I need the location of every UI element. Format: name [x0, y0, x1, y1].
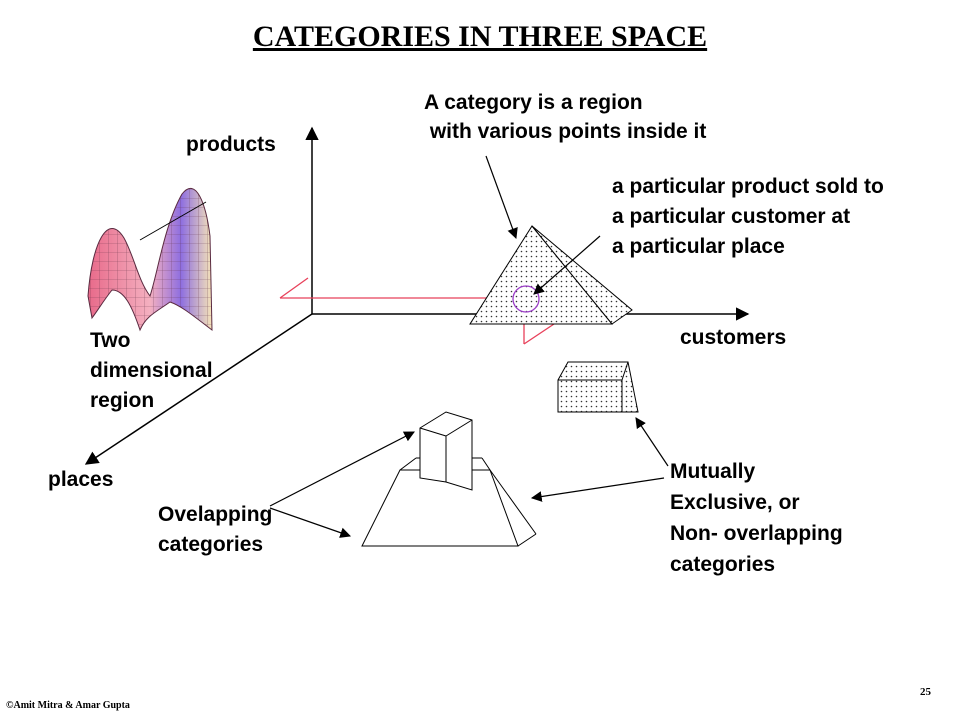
- customers-axis-label: customers: [680, 326, 787, 349]
- annotation-line: Exclusive, or: [670, 491, 800, 515]
- exclusive-block: [557, 361, 639, 413]
- annotation-line: categories: [158, 533, 264, 557]
- mutually-exclusive-annotation: Mutually Exclusive, or Non- overlapping …: [670, 456, 843, 580]
- annotation-line: Two: [90, 329, 131, 352]
- annotation-line: Ovelapping: [158, 503, 273, 526]
- page-title: CATEGORIES IN THREE SPACE: [252, 20, 708, 53]
- point-arrow: [533, 235, 601, 295]
- overlapping-annotation: Ovelapping categories: [158, 500, 272, 560]
- products-axis-label: products: [186, 133, 276, 156]
- overlapping-shapes: [361, 411, 537, 547]
- pyramid-category: [469, 225, 633, 325]
- saddle-surface: [87, 187, 213, 332]
- copyright: ©Amit Mitra & Amar Gupta: [6, 700, 130, 711]
- two-dimensional-annotation: Two dimensional region: [90, 326, 213, 417]
- annotation-line: categories: [670, 553, 776, 577]
- annotation-line: a particular place: [612, 235, 785, 259]
- particular-product-annotation: a particular product sold to a particula…: [612, 172, 884, 263]
- annotation-line: Mutually: [670, 460, 756, 483]
- category-arrow: [485, 155, 518, 240]
- overlap-arrow-upper: [269, 431, 415, 507]
- annotation-line: region: [90, 389, 155, 413]
- annotation-line: a particular customer at: [612, 205, 851, 229]
- annotation-line: with various points inside it: [424, 120, 707, 144]
- annotation-line: Non- overlapping: [670, 522, 843, 546]
- annotation-line: dimensional: [90, 359, 213, 383]
- exclusive-arrow-trapezoid: [530, 477, 665, 502]
- annotation-line: A category is a region: [424, 91, 643, 114]
- annotation-line: a particular product sold to: [612, 175, 884, 198]
- category-region-annotation: A category is a region with various poin…: [424, 88, 706, 147]
- overlap-arrow-lower: [269, 507, 352, 538]
- exclusive-arrow-block: [635, 417, 669, 467]
- places-axis-label: places: [48, 468, 114, 491]
- point-highlight: [512, 285, 540, 313]
- page-number: 25: [920, 686, 931, 698]
- places-axis: [84, 313, 313, 465]
